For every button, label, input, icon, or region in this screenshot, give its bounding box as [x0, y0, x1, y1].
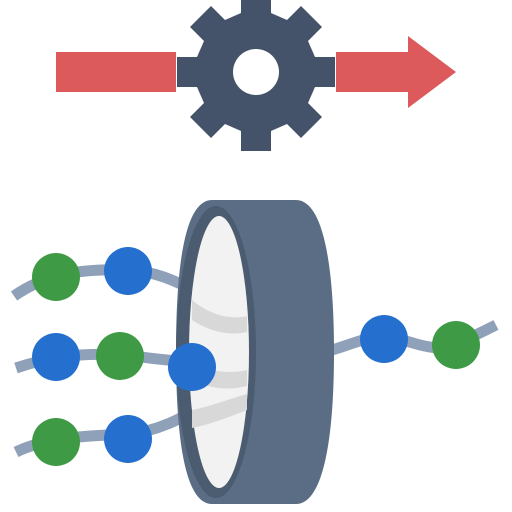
data-node-blue [360, 315, 408, 363]
data-node-green [32, 253, 80, 301]
ring-funnel-icon [176, 200, 334, 504]
data-node-green [32, 418, 80, 466]
data-node-blue [104, 415, 152, 463]
gear-icon [177, 0, 335, 151]
data-node-green [432, 321, 480, 369]
data-node-blue [168, 343, 216, 391]
data-node-icon [32, 247, 480, 466]
data-node-blue [32, 333, 80, 381]
data-node-green [96, 332, 144, 380]
input-arrow-shaft-icon [56, 52, 176, 92]
data-node-blue [104, 247, 152, 295]
output-arrow-icon [336, 36, 456, 108]
